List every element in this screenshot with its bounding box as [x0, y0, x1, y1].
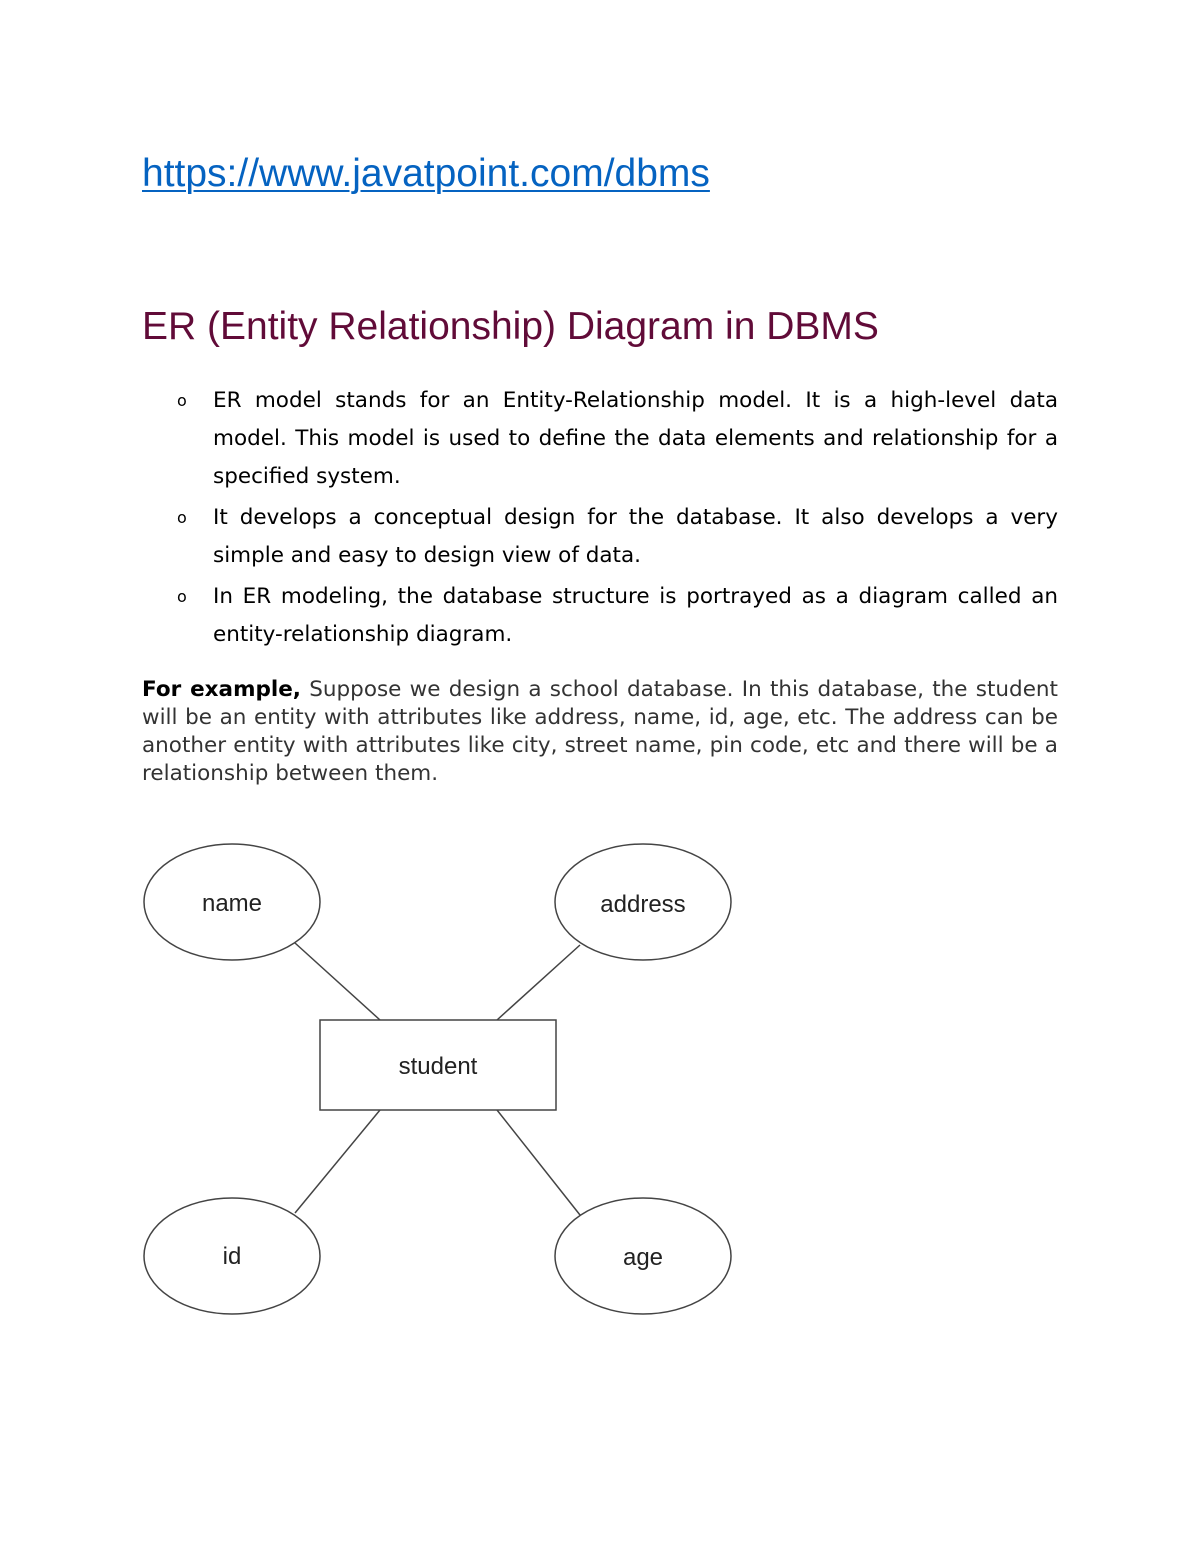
list-item: o ER model stands for an Entity-Relation…: [142, 382, 1058, 496]
attribute-id-ellipse: [143, 1197, 321, 1315]
attribute-address-ellipse: [554, 843, 732, 961]
connector-address-student: [496, 944, 581, 1021]
bullet-text: ER model stands for an Entity-Relationsh…: [213, 388, 1058, 489]
attribute-age-ellipse: [554, 1197, 732, 1315]
connector-name-student: [294, 942, 381, 1021]
example-text: Suppose we design a school database. In …: [142, 677, 1058, 786]
list-item: o It develops a conceptual design for th…: [142, 499, 1058, 575]
attribute-address-label: address: [600, 891, 685, 918]
entity-student-box: [319, 1019, 557, 1111]
javatpoint-dbms-link[interactable]: https://www.javatpoint.com/dbms: [142, 152, 710, 195]
bullet-marker: o: [177, 587, 187, 606]
bullet-text: It develops a conceptual design for the …: [213, 505, 1058, 568]
attribute-age-label: age: [623, 1244, 663, 1271]
example-lead: For example,: [142, 677, 301, 702]
entity-student-label: student: [399, 1053, 478, 1080]
connector-student-id: [294, 1109, 381, 1214]
attribute-id-label: id: [223, 1243, 242, 1270]
bullet-marker: o: [177, 508, 187, 527]
connector-student-age: [496, 1109, 581, 1216]
bullet-list: o ER model stands for an Entity-Relation…: [142, 382, 1058, 657]
page-heading: ER (Entity Relationship) Diagram in DBMS: [142, 305, 879, 348]
attribute-name-label: name: [202, 890, 262, 917]
example-paragraph: For example, Suppose we design a school …: [142, 676, 1058, 788]
attribute-name-ellipse: [143, 843, 321, 961]
bullet-text: In ER modeling, the database structure i…: [213, 584, 1058, 647]
bullet-marker: o: [177, 391, 187, 410]
list-item: o In ER modeling, the database structure…: [142, 578, 1058, 654]
